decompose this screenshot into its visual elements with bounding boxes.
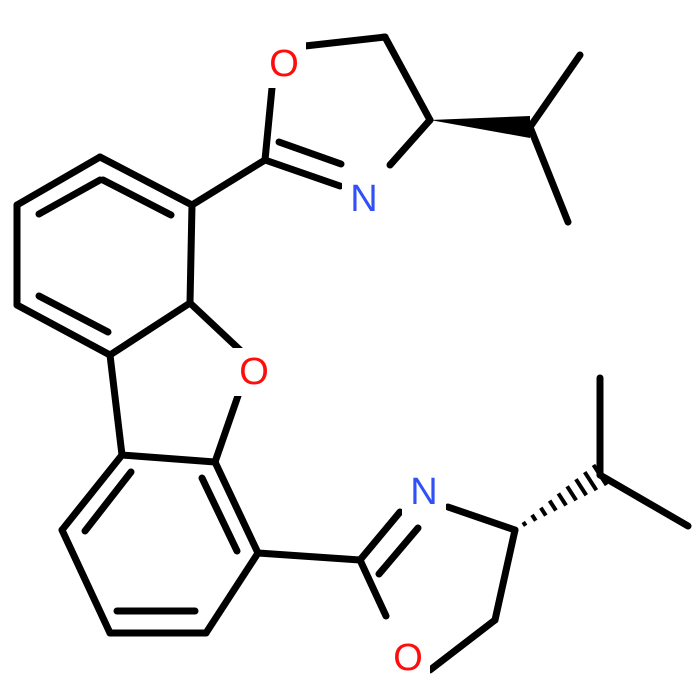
bond bbox=[426, 616, 499, 674]
atom-nitrogen-bottom: N bbox=[402, 468, 446, 516]
bond bbox=[186, 201, 196, 307]
bond bbox=[188, 156, 269, 209]
bond bbox=[13, 301, 114, 359]
bond bbox=[35, 176, 104, 218]
bond bbox=[35, 292, 112, 336]
bond bbox=[375, 524, 422, 578]
hash-segment bbox=[547, 499, 558, 512]
bond bbox=[106, 351, 126, 459]
hash-segment bbox=[556, 492, 568, 507]
bond bbox=[261, 84, 276, 164]
bond bbox=[526, 51, 584, 131]
bond bbox=[444, 503, 519, 534]
bond bbox=[356, 556, 390, 620]
hash-segment bbox=[591, 463, 609, 487]
bond bbox=[58, 526, 114, 637]
hash-segment bbox=[539, 506, 548, 517]
bond bbox=[99, 176, 175, 219]
atom-label: O bbox=[269, 43, 299, 85]
bond bbox=[13, 153, 104, 209]
bond bbox=[96, 153, 196, 209]
hash-segment bbox=[574, 478, 588, 497]
bond bbox=[118, 451, 219, 466]
bond bbox=[254, 549, 364, 564]
atom-label: N bbox=[410, 471, 437, 513]
bond bbox=[275, 138, 345, 168]
bond bbox=[301, 33, 389, 50]
bond bbox=[491, 526, 519, 624]
bond bbox=[211, 386, 244, 466]
atom-nitrogen-top: N bbox=[342, 175, 386, 223]
bond bbox=[261, 156, 344, 190]
bond bbox=[386, 116, 434, 169]
bond-layer bbox=[13, 33, 692, 674]
hashed-wedge-bond bbox=[521, 463, 609, 527]
wedge-bond bbox=[430, 116, 530, 138]
bond bbox=[202, 549, 262, 637]
atom-oxygen-top: O bbox=[262, 40, 306, 88]
bond bbox=[186, 299, 244, 354]
atom-label: O bbox=[393, 637, 423, 679]
hash-segment bbox=[521, 520, 528, 527]
atom-oxygen-bottom: O bbox=[386, 634, 430, 682]
bond bbox=[381, 33, 434, 124]
bond bbox=[356, 508, 404, 564]
atom-oxygen-furan: O bbox=[232, 348, 276, 396]
atom-label: N bbox=[350, 178, 377, 220]
bond bbox=[211, 458, 262, 557]
hash-segment bbox=[565, 485, 578, 502]
atom-label: O bbox=[239, 351, 269, 393]
bond bbox=[596, 471, 692, 530]
stereo-layer bbox=[430, 116, 609, 527]
bond bbox=[58, 451, 126, 534]
atom-layer: O N O N O bbox=[232, 40, 446, 682]
bond bbox=[81, 468, 135, 535]
bond bbox=[526, 123, 572, 226]
bond bbox=[106, 299, 194, 359]
bond bbox=[198, 474, 241, 555]
hash-segment bbox=[583, 470, 599, 492]
hash-segment bbox=[530, 513, 538, 522]
